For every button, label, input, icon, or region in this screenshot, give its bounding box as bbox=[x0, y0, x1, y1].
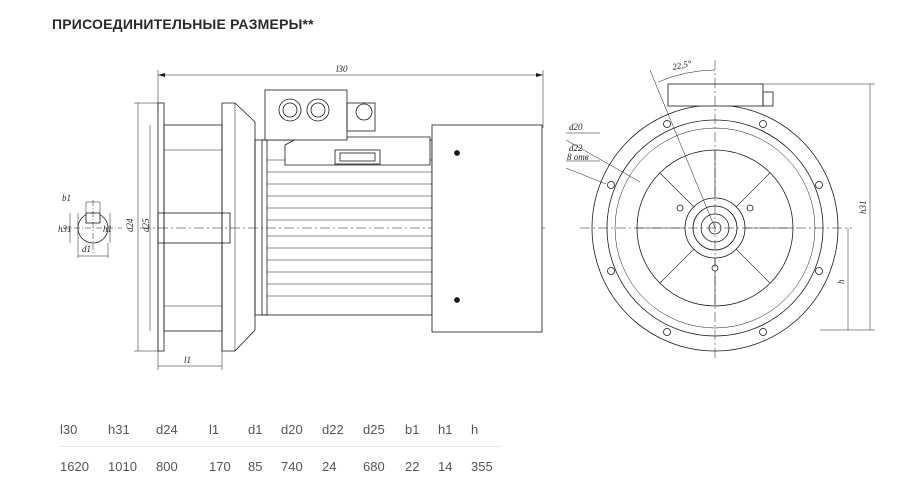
label-d20: d20 bbox=[569, 122, 583, 132]
motor-front-view bbox=[565, 60, 875, 360]
value-d20: 740 bbox=[281, 458, 303, 474]
header-l1: l1 bbox=[209, 418, 248, 447]
value-d1: 85 bbox=[248, 458, 263, 474]
label-l30: l30 bbox=[336, 64, 348, 74]
shaft-section-view bbox=[63, 200, 122, 258]
label-d1: d1 bbox=[82, 244, 91, 254]
page-title: ПРИСОЕДИНИТЕЛЬНЫЕ РАЗМЕРЫ** bbox=[52, 16, 314, 32]
label-d24: d24 bbox=[125, 218, 135, 232]
header-b1: b1 bbox=[405, 418, 438, 447]
label-h: h bbox=[836, 279, 846, 284]
value-b1: 22 bbox=[405, 458, 420, 474]
label-holes: 8 отв bbox=[567, 152, 589, 162]
value-h: 355 bbox=[471, 458, 493, 474]
value-d25: 680 bbox=[363, 458, 385, 474]
label-h1: h1 bbox=[103, 224, 112, 234]
motor-dimension-drawing: b1 h31 h1 d1 bbox=[58, 58, 875, 370]
label-h31: h31 bbox=[858, 201, 868, 215]
header-d22: d22 bbox=[322, 418, 363, 447]
value-h31: 1010 bbox=[108, 458, 137, 474]
label-d25: d25 bbox=[141, 218, 151, 232]
label-l1: l1 bbox=[184, 355, 191, 365]
value-h1: 14 bbox=[438, 458, 453, 474]
label-angle: 22,5° bbox=[671, 58, 692, 72]
label-b1: b1 bbox=[62, 193, 71, 203]
label-h31-left: h31 bbox=[58, 224, 72, 234]
header-h: h bbox=[471, 418, 501, 447]
table-header-row: l30 h31 d24 l1 d1 d20 d22 d25 b1 h1 h bbox=[60, 418, 501, 447]
value-d24: 800 bbox=[156, 458, 178, 474]
value-l1: 170 bbox=[209, 458, 231, 474]
header-d24: d24 bbox=[156, 418, 209, 447]
motor-side-view bbox=[134, 70, 545, 370]
header-d25: d25 bbox=[363, 418, 405, 447]
header-d1: d1 bbox=[248, 418, 281, 447]
value-l30: 1620 bbox=[60, 458, 89, 474]
label-d22: d22 bbox=[569, 143, 583, 153]
header-d20: d20 bbox=[281, 418, 322, 447]
header-h1: h1 bbox=[438, 418, 471, 447]
dimensions-table: l30 h31 d24 l1 d1 d20 d22 d25 b1 h1 h 16… bbox=[60, 418, 501, 477]
header-h31: h31 bbox=[108, 418, 156, 447]
table-row: 1620 1010 800 170 85 740 24 680 22 14 35… bbox=[60, 447, 501, 478]
value-d22: 24 bbox=[322, 458, 337, 474]
header-l30: l30 bbox=[60, 418, 108, 447]
